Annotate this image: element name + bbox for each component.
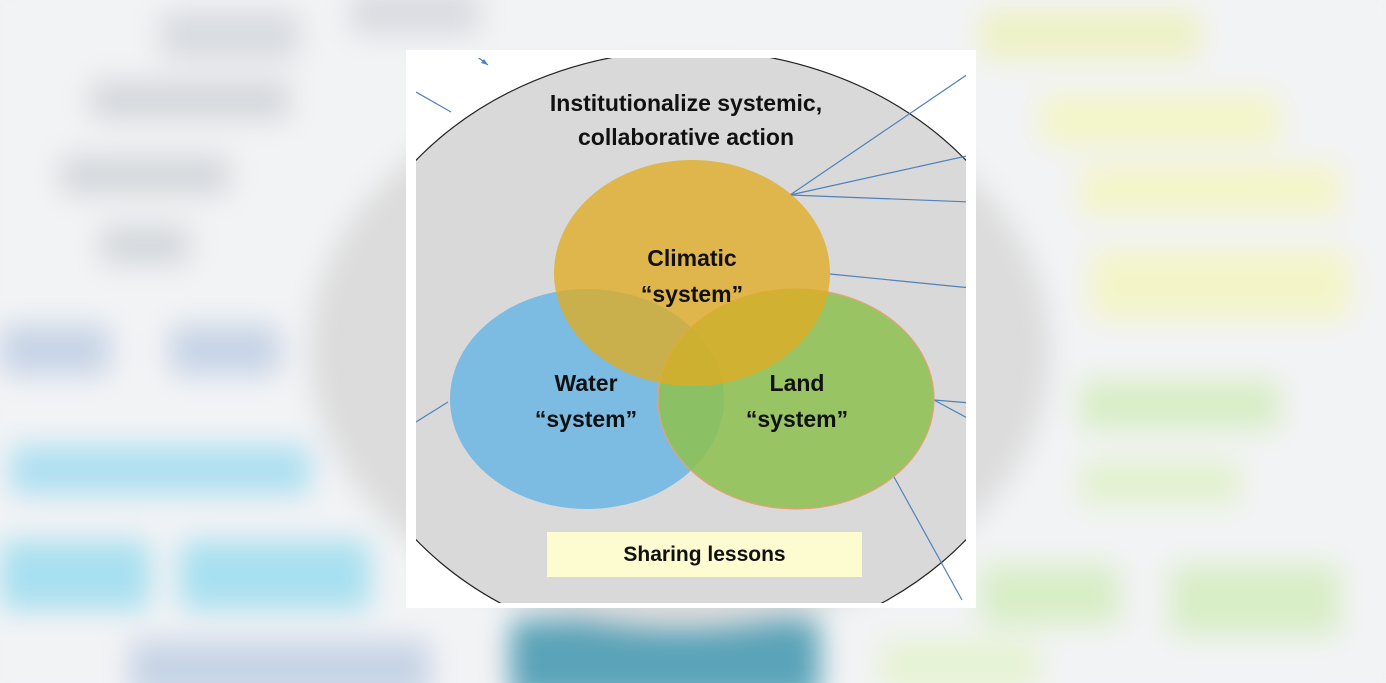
blur-shape [980,565,1120,625]
blur-shape [90,80,290,120]
blur-shape [350,0,480,35]
land-label-line2: “system” [745,406,849,432]
blur-shape [880,640,1040,683]
climatic-label-line2: “system” [640,281,744,307]
land-label-line1: Land [769,370,825,396]
water-label-line2: “system” [534,406,638,432]
connector-line [829,273,966,289]
arrow-head [481,59,488,65]
climatic-label: Climatic “system” [592,240,792,312]
blur-shape [1080,165,1340,215]
connector-line [416,401,449,423]
connector-line [789,194,966,203]
climatic-circle [554,160,830,386]
connector-line [933,399,966,404]
blur-shape [1170,565,1340,635]
connector-line [893,476,963,601]
blur-shape [130,640,430,683]
venn-diagram [416,58,966,603]
connector-lines [416,58,966,601]
connector-line [416,91,452,113]
blur-shape [160,10,300,60]
land-label: Land “system” [697,365,897,437]
connector-line [789,155,966,196]
blur-shape [60,155,230,195]
blur-shape [100,225,190,265]
water-label-line1: Water [554,370,618,396]
blur-shape [170,325,280,375]
diagram-panel: Institutionalize systemic, collaborative… [406,50,976,608]
water-label: Water “system” [486,365,686,437]
diagram-title: Institutionalize systemic, collaborative… [549,90,823,150]
blur-shape [180,540,370,610]
connector-line [933,399,966,418]
sharing-lessons-box: Sharing lessons [547,532,862,577]
blur-shape [0,540,150,610]
blur-shape [10,445,310,495]
blur-shape [1090,250,1350,320]
blur-shape [980,10,1200,60]
blur-shape [1080,460,1240,505]
blur-shape [0,325,110,375]
blur-shape [1080,380,1280,430]
climatic-label-line1: Climatic [647,245,737,271]
connector-line [789,74,966,196]
blur-shape [1040,95,1280,145]
blur-shape [510,620,820,683]
